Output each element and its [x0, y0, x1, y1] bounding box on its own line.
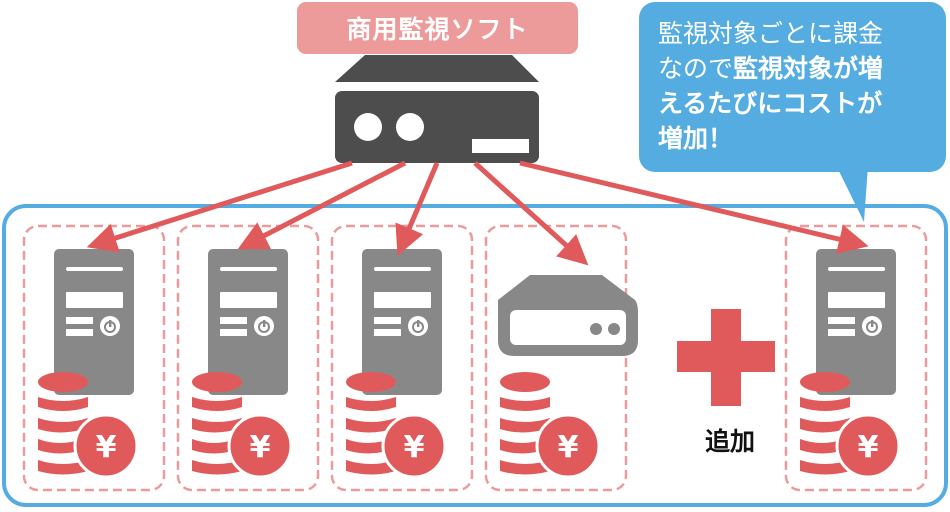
product-title-badge: 商用監視ソフト	[297, 2, 578, 54]
yen-symbol: ¥	[858, 430, 879, 465]
yen-symbol: ¥	[250, 430, 271, 465]
yen-coins-icon: ¥	[192, 371, 292, 479]
yen-coins-icon: ¥	[800, 371, 900, 479]
callout-emphasis: 監視対象が増	[733, 54, 884, 83]
callout-line: なので監視対象が増	[658, 51, 946, 86]
monitoring-arrows	[86, 160, 869, 266]
yen-symbol: ¥	[404, 430, 425, 465]
target-tower-server: ¥	[22, 224, 166, 492]
monitoring-arrow	[395, 162, 440, 256]
callout-text: 監視対象ごとに課金	[658, 19, 884, 48]
callout-line: えるたびにコストが	[658, 86, 946, 121]
target-tower-server: ¥	[784, 224, 928, 492]
cost-callout: 監視対象ごとに課金なので監視対象が増えるたびにコストが増加！	[639, 2, 946, 172]
callout-text: なので	[658, 54, 734, 83]
monitoring-arrow	[237, 160, 407, 250]
monitoring-server-icon	[335, 55, 539, 163]
monitoring-arrow	[473, 161, 589, 266]
callout-emphasis: えるたびにコスト	[658, 89, 858, 118]
monitored-targets: ¥ ¥ ¥ ¥ ¥	[22, 224, 928, 492]
yen-symbol: ¥	[558, 430, 579, 465]
callout-emphasis: が	[857, 89, 883, 118]
callout-line: 監視対象ごとに課金	[658, 16, 946, 51]
target-storage: ¥	[484, 224, 638, 492]
monitoring-arrow	[86, 160, 353, 253]
yen-coins-icon: ¥	[346, 371, 446, 479]
monitoring-arrow	[519, 160, 869, 254]
target-tower-server: ¥	[330, 224, 474, 492]
monitored-group-border	[2, 204, 948, 507]
callout-tail	[836, 165, 868, 222]
yen-coins-icon: ¥	[38, 371, 138, 479]
target-box	[484, 224, 628, 492]
callout-line: 増加！	[658, 121, 946, 156]
plus-icon	[677, 309, 775, 406]
yen-coins-icon: ¥	[500, 371, 600, 479]
target-tower-server: ¥	[176, 224, 320, 492]
yen-symbol: ¥	[96, 430, 117, 465]
callout-emphasis: 増加！	[658, 124, 734, 153]
storage-drive-icon	[498, 275, 638, 356]
add-label: 追加	[704, 427, 755, 456]
